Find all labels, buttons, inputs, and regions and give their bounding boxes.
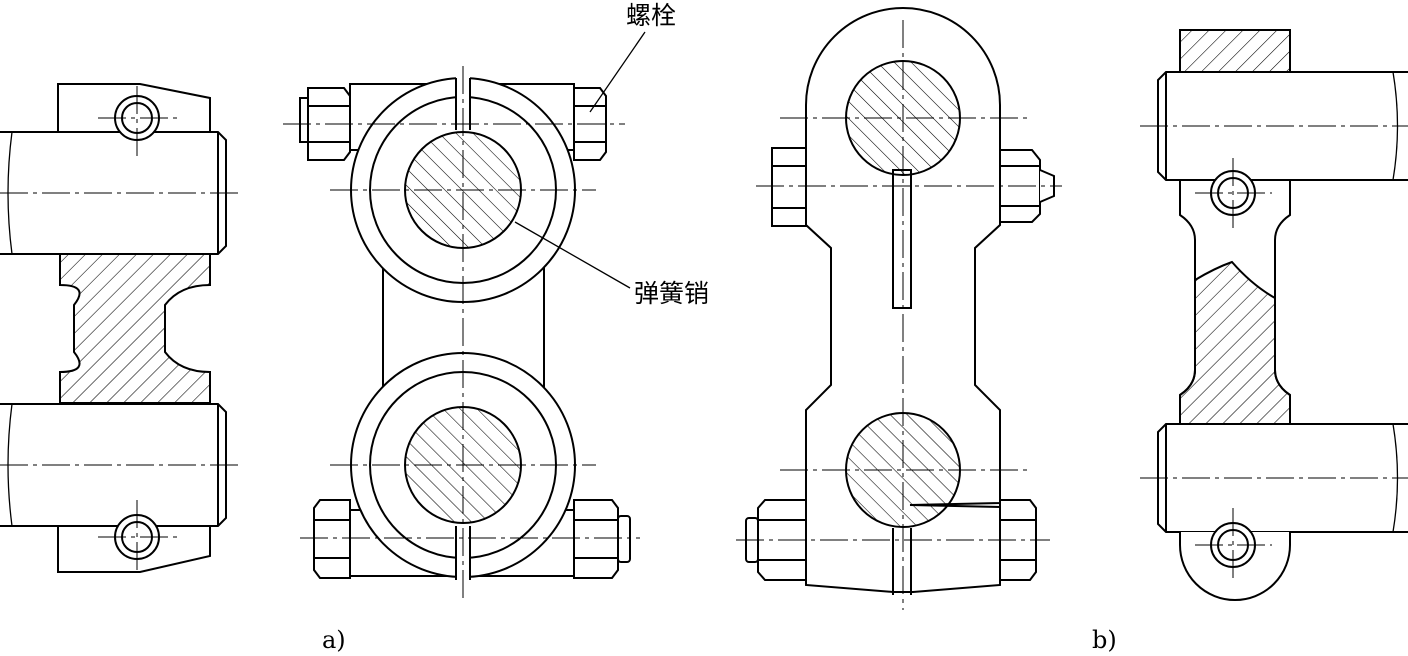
bolt-leader xyxy=(589,31,646,113)
caption-a: a) xyxy=(322,626,346,654)
view-b-side xyxy=(1140,29,1408,601)
bottom-left-nut xyxy=(313,499,351,579)
bolt-head-left xyxy=(771,147,807,227)
link-section-b xyxy=(1179,260,1291,426)
label-bolt: 螺栓 xyxy=(626,1,676,30)
nut-bottom-right-b xyxy=(999,499,1037,581)
label-spring-pin: 弹簧销 xyxy=(634,279,709,308)
link-section xyxy=(59,252,211,404)
view-a-side xyxy=(0,83,240,575)
view-a-front xyxy=(283,31,646,600)
spring-pin-leader xyxy=(514,221,631,289)
bottom-right-nut xyxy=(573,499,631,579)
top-block-b xyxy=(1179,29,1291,73)
view-b-front xyxy=(736,7,1062,610)
caption-b: b) xyxy=(1092,626,1117,654)
